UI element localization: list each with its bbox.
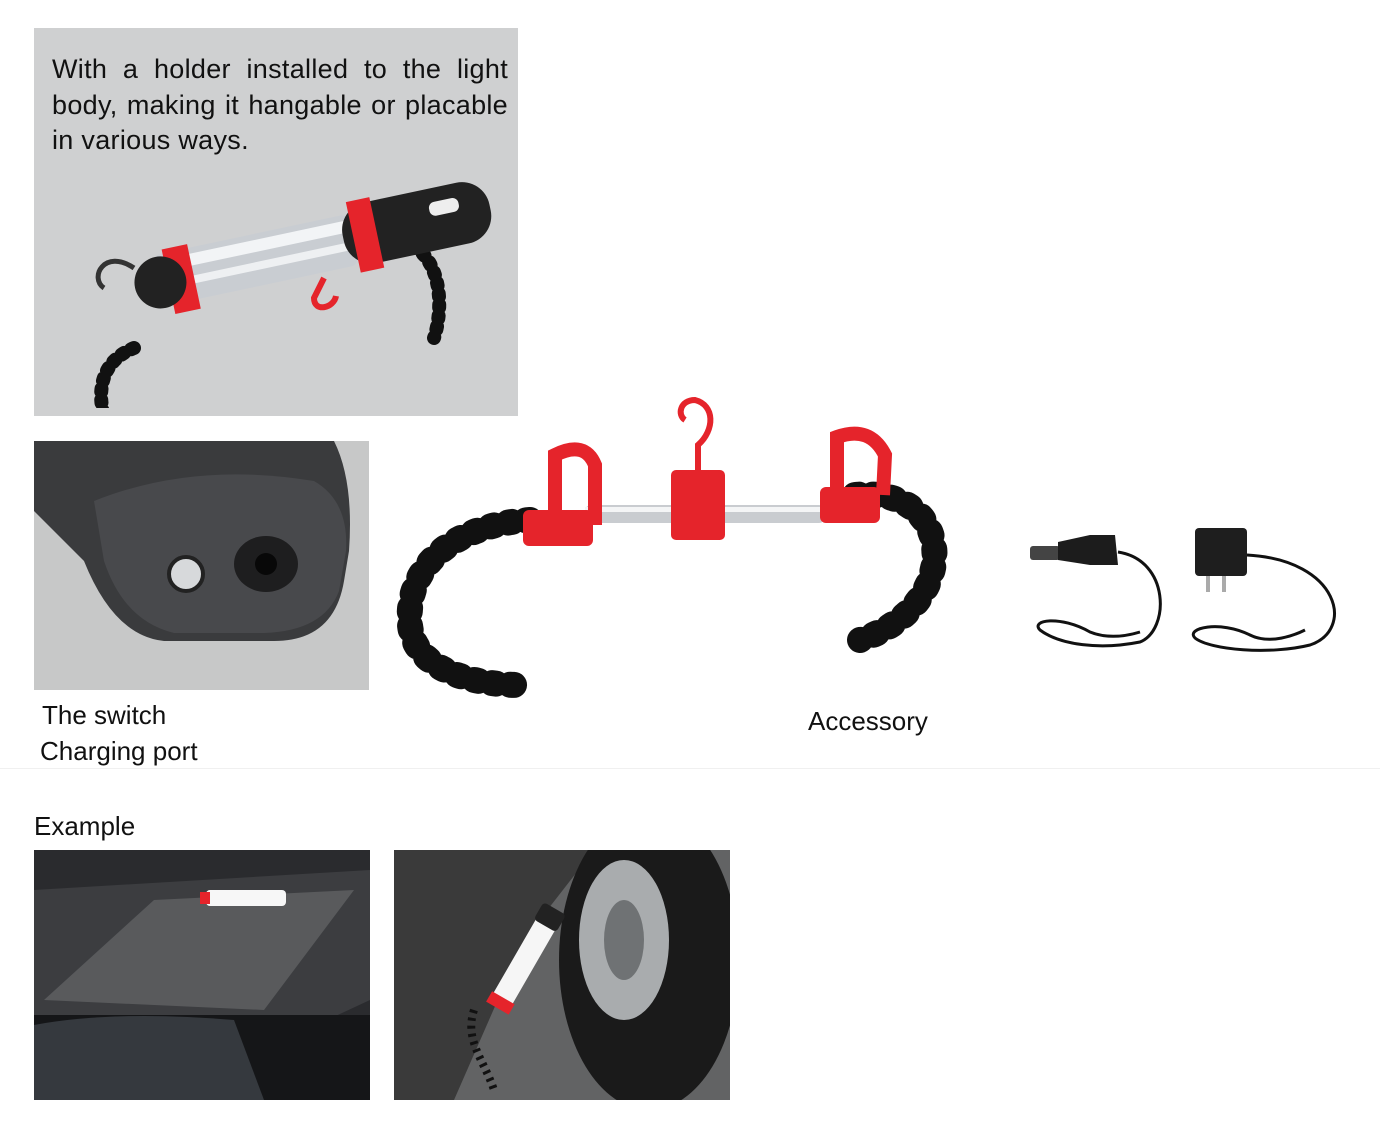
charging-port (255, 553, 277, 575)
holder-description: With a holder installed to the light bod… (52, 54, 508, 155)
switch-closeup-image (34, 441, 369, 690)
section-divider (0, 768, 1380, 769)
holder-feature-panel: With a holder installed to the light bod… (34, 28, 518, 416)
charging-port-caption: Charging port (40, 736, 198, 766)
wall-charger (1191, 528, 1336, 652)
work-light-with-holder-image (94, 182, 492, 408)
accessory-caption: Accessory (808, 706, 928, 736)
holder-accessory-image (396, 396, 948, 698)
chargers-image (1030, 528, 1336, 652)
example-photo-tire (394, 850, 730, 1100)
car-charger (1030, 535, 1162, 648)
example-photo-car-hood (34, 850, 370, 1100)
example-heading: Example (34, 811, 136, 841)
power-switch-button (167, 555, 205, 593)
switch-caption: The switch (42, 700, 167, 730)
